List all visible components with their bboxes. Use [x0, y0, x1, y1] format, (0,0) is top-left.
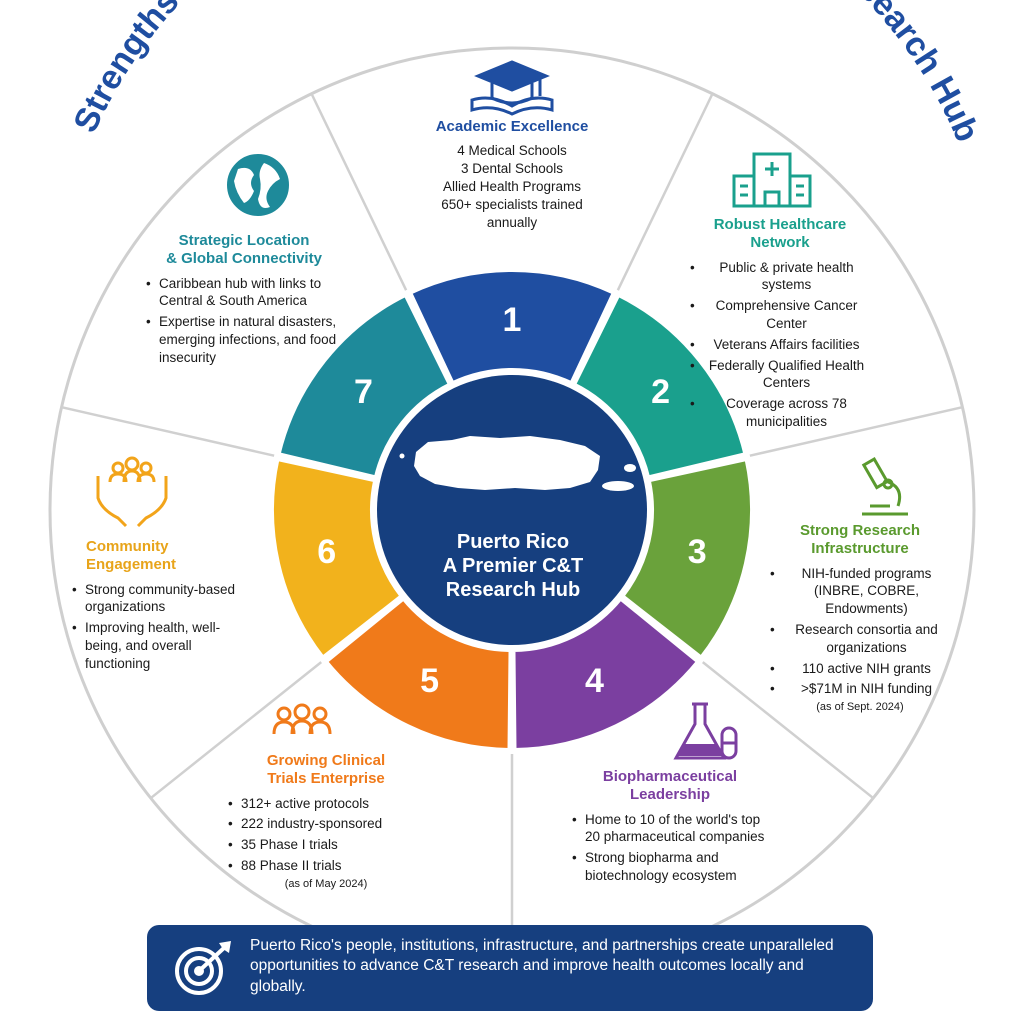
center-label: Puerto Rico A Premier C&T Research Hub [400, 530, 626, 602]
strength-academic-title: Academic Excellence [435, 118, 589, 135]
trials-item: 35 Phase I trials [228, 836, 424, 854]
divider-line [150, 661, 323, 800]
trials-title-line-2: Trials Enterprise [267, 770, 385, 788]
segment-number-1: 1 [502, 301, 522, 339]
healthcare-item: Veterans Affairs facilities [690, 336, 870, 354]
community-item: Improving health, well-being, and overal… [72, 619, 240, 672]
healthcare-item: Comprehensive Cancer Center [690, 297, 870, 333]
segment-number-2: 2 [651, 372, 670, 411]
trials-note: (as of May 2024) [284, 877, 368, 890]
academic-line: annually [486, 214, 538, 230]
trials-item: 222 industry-sponsored [228, 815, 424, 833]
academic-line: Allied Health Programs [442, 178, 582, 194]
center-line-1: Puerto Rico [456, 531, 570, 553]
target-icon [175, 941, 231, 995]
segment-3 [619, 456, 754, 661]
research-title-line-1: Strong Research [799, 522, 921, 539]
banner-text: Puerto Rico's people, institutions, infr… [250, 937, 834, 995]
trials-title-line-1: Growing Clinical [266, 752, 386, 769]
segment-7 [276, 292, 453, 480]
research-item: NIH-funded programs (INBRE, COBRE, Endow… [770, 565, 950, 618]
strength-trials-title: Growing Clinical Trials Enterprise [228, 752, 424, 789]
healthcare-item: Federally Qualified Health Centers [690, 357, 870, 393]
microscope-icon [861, 456, 908, 516]
biopharma-title-line-2: Leadership [629, 786, 711, 804]
strength-biopharma-title: Biopharmaceutical Leadership [572, 768, 768, 805]
divider-line [616, 93, 714, 291]
community-item: Strong community-based organizations [72, 581, 240, 617]
healthcare-item: Coverage across 78 municipalities [690, 395, 870, 431]
academic-line: 4 Medical Schools [457, 143, 567, 159]
segment-number-4: 4 [584, 662, 604, 701]
location-title-line-2: & Global Connectivity [166, 250, 322, 268]
academic-line: 650+ specialists trained [441, 196, 583, 212]
strength-academic: Academic Excellence 4 Medical Schools 3 … [382, 118, 642, 231]
strength-location-title: Strategic Location & Global Connectivity [146, 232, 342, 269]
segment-number-6: 6 [317, 533, 337, 572]
strength-research: Strong Research Infrastructure NIH-funde… [770, 522, 950, 713]
segment-number-5: 5 [420, 662, 439, 701]
center-line-2: A Premier C&T [442, 555, 584, 577]
biopharma-item: Strong biopharma and biotechnology ecosy… [572, 849, 768, 885]
segment-2 [571, 292, 748, 480]
location-item: Expertise in natural disasters, emerging… [146, 313, 342, 366]
segment-5 [323, 595, 513, 753]
healthcare-item: Public & private health systems [690, 259, 870, 295]
divider-line [310, 93, 408, 291]
research-item: 110 active NIH grants [770, 660, 950, 678]
research-title-line-2: Infrastructure [811, 540, 909, 558]
flask-capsule-icon [673, 702, 738, 760]
strength-trials: Growing Clinical Trials Enterprise 312+ … [228, 752, 424, 890]
divider-line [749, 405, 963, 457]
location-item: Caribbean hub with links to Central & So… [146, 275, 342, 311]
research-item: >$71M in NIH funding [770, 680, 950, 698]
strength-community-title: Community Engagement [72, 538, 240, 575]
segment-1 [407, 268, 617, 386]
biopharma-item: Home to 10 of the world's top 20 pharmac… [572, 811, 768, 847]
center-circle [377, 375, 647, 645]
strength-community: Community Engagement Strong community-ba… [72, 538, 240, 676]
divider-line [701, 661, 874, 800]
segment-number-7: 7 [353, 372, 373, 411]
academic-line: 3 Dental Schools [460, 161, 564, 177]
segment-number-3: 3 [687, 533, 707, 572]
hands-community-icon [96, 456, 168, 528]
center-line-3: Research Hub [445, 579, 581, 601]
trials-item: 312+ active protocols [228, 795, 424, 813]
globe-icon [227, 154, 289, 216]
segment-4 [511, 595, 701, 753]
strength-biopharma: Biopharmaceutical Leadership Home to 10 … [572, 768, 768, 888]
graduation-cap-icon [470, 60, 554, 116]
strength-healthcare-title: Robust Healthcare Network [690, 216, 870, 253]
healthcare-title-line-1: Robust Healthcare [713, 216, 847, 233]
trials-item: 88 Phase II trials [228, 857, 424, 875]
research-item: Research consortia and organizations [770, 621, 950, 657]
community-title-line-1: Community [86, 538, 169, 555]
puerto-rico-map-icon [399, 436, 636, 491]
people-group-icon [272, 703, 332, 735]
healthcare-title-line-2: Network [750, 234, 810, 252]
community-title-line-2: Engagement [86, 556, 177, 574]
strength-research-title: Strong Research Infrastructure [770, 522, 950, 559]
segment-6 [270, 456, 405, 661]
segment-ring [270, 268, 754, 753]
divider-line [61, 405, 275, 457]
strength-location: Strategic Location & Global Connectivity… [146, 232, 342, 370]
summary-banner: Puerto Rico's people, institutions, infr… [147, 925, 873, 1011]
research-note: (as of Sept. 2024) [816, 701, 904, 714]
biopharma-title-line-1: Biopharmaceutical [602, 768, 738, 785]
location-title-line-1: Strategic Location [178, 232, 310, 249]
strength-healthcare: Robust Healthcare Network Public & priva… [690, 216, 870, 434]
hospital-icon [732, 152, 812, 208]
